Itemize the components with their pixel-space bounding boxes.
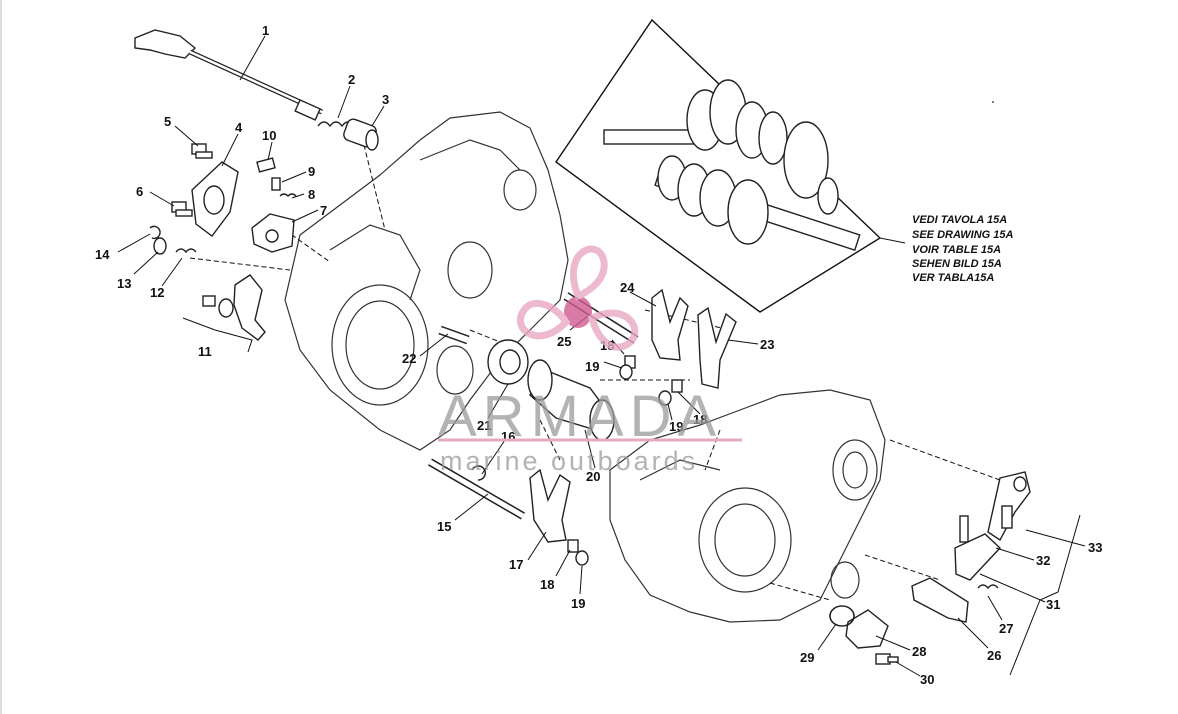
cover xyxy=(845,609,889,649)
part-label: 13 xyxy=(117,276,131,291)
shift-fork-17 xyxy=(529,468,571,543)
roller-19a xyxy=(575,550,589,566)
part-label: 30 xyxy=(920,672,934,687)
reference-callout: VEDI TAVOLA 15A SEE DRAWING 15A VOIR TAB… xyxy=(555,18,1014,313)
pedal-lever xyxy=(987,471,1031,542)
part-label: 24 xyxy=(620,280,635,295)
screw-6 xyxy=(171,201,193,217)
part-label: 12 xyxy=(150,285,164,300)
part-label: 1 xyxy=(262,23,269,38)
guide-pin-18b xyxy=(671,379,683,393)
pedal-spring xyxy=(977,584,999,590)
part-label: 2 xyxy=(348,72,355,87)
part-label: 21 xyxy=(477,418,491,433)
part-label: 3 xyxy=(382,92,389,107)
part-label: 10 xyxy=(262,128,276,143)
shift-plate xyxy=(191,161,239,237)
part-label: 29 xyxy=(800,650,814,665)
detent-body xyxy=(251,213,295,253)
drum-pin xyxy=(438,325,470,345)
bolt-30 xyxy=(875,653,899,665)
shift-lever xyxy=(182,274,266,353)
part-label: 6 xyxy=(136,184,143,199)
part-label: 11 xyxy=(198,344,212,359)
shift-forks-23 xyxy=(697,306,737,389)
part-labels: 1 2 3 4 5 6 7 8 9 10 11 12 13 14 15 16 1… xyxy=(95,23,1102,687)
o-ring xyxy=(829,605,855,627)
part-label: 19 xyxy=(669,419,683,434)
part-label: 7 xyxy=(320,203,327,218)
part-label: 22 xyxy=(402,351,416,366)
circlip xyxy=(149,225,161,240)
return-spring xyxy=(175,248,197,254)
watermark-tagline: marine outboards xyxy=(440,446,698,476)
pedal-tip xyxy=(911,577,969,623)
part-label: 19 xyxy=(585,359,599,374)
pin xyxy=(271,177,281,191)
part-label: 23 xyxy=(760,337,774,352)
part-label: 18 xyxy=(693,412,707,427)
note-line-2: SEE DRAWING 15A xyxy=(912,229,1014,241)
spring-small xyxy=(279,193,297,197)
bushing xyxy=(343,118,379,151)
part-label: 9 xyxy=(308,164,315,179)
pad xyxy=(256,157,276,173)
note-line-1: VEDI TAVOLA 15A xyxy=(912,214,1007,226)
note-line-4: SEHEN BILD 15A xyxy=(912,258,1002,270)
washer xyxy=(153,237,167,255)
shift-shaft xyxy=(134,29,324,121)
pedal-arm xyxy=(954,515,1001,581)
speck xyxy=(992,101,994,103)
part-label: 15 xyxy=(437,519,451,534)
part-label: 33 xyxy=(1088,540,1102,555)
part-label: 27 xyxy=(999,621,1013,636)
right-crankcase xyxy=(609,389,886,623)
drum-star xyxy=(487,339,529,385)
part-label: 19 xyxy=(571,596,585,611)
part-label: 17 xyxy=(509,557,523,572)
left-crankcase xyxy=(284,111,569,451)
guide-pin-18a xyxy=(567,539,579,553)
part-label: 18 xyxy=(540,577,554,592)
part-label: 26 xyxy=(987,648,1001,663)
leader-lines xyxy=(117,35,1086,677)
watermark-logo xyxy=(517,245,639,351)
part-label: 28 xyxy=(912,644,926,659)
watermark: ARMADA marine outboards xyxy=(438,245,742,476)
part-label: 5 xyxy=(164,114,171,129)
part-label: 8 xyxy=(308,187,315,202)
fork-shaft xyxy=(427,458,526,520)
shaft-clip xyxy=(471,465,486,481)
gear-cluster xyxy=(657,79,839,245)
screw-5 xyxy=(191,143,213,159)
part-label: 20 xyxy=(586,469,600,484)
roller-19c xyxy=(619,364,633,380)
part-label: 32 xyxy=(1036,553,1050,568)
note-line-3: VOIR TABLE 15A xyxy=(912,244,1001,256)
watermark-brand: ARMADA xyxy=(438,384,722,449)
part-label: 31 xyxy=(1046,597,1060,612)
part-label: 14 xyxy=(95,247,110,262)
roller-19b xyxy=(658,390,672,406)
note-line-5: VER TABLA15A xyxy=(912,272,994,284)
shift-drum xyxy=(527,359,615,441)
shift-fork-24 xyxy=(651,288,689,361)
part-label: 25 xyxy=(557,334,571,349)
part-label: 4 xyxy=(235,120,243,135)
group-bracket-31 xyxy=(1009,514,1081,676)
